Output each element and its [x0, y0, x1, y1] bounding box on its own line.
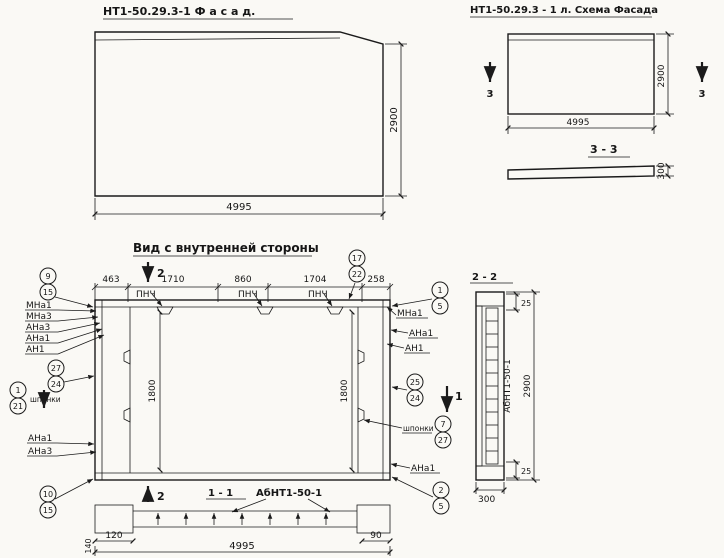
callout-9: 9	[45, 272, 50, 281]
callout-5a: 5	[437, 302, 442, 311]
section-1-1-label: АбНТ1-50-1	[256, 487, 322, 499]
section-2-2-label: АбНТ1-50-1	[503, 359, 513, 412]
section-1-1-drawing: 1 - 1 АбНТ1-50-1 140 120 90 4995	[84, 487, 393, 556]
dim-300: 300	[478, 495, 495, 505]
dim-1800-right: 1800	[340, 379, 350, 402]
facade-schema-drawing: НТ1-50.29.3 - 1 л. Схема Фасада 3 3 4995…	[470, 5, 709, 180]
dim-860: 860	[234, 275, 251, 285]
section-2-2-title: 2 - 2	[472, 272, 497, 283]
label-ana3-left: АНа3	[26, 323, 50, 333]
section-2-2-drawing: 2 - 2 25 25 АбНТ1-50-1 2900 300	[470, 272, 540, 505]
label-shponki-left: шпонки	[30, 395, 61, 404]
cut-3-left-label: 3	[487, 89, 494, 100]
inner-view-title: Вид с внутренней стороны	[133, 241, 319, 255]
cut-2-top-label: 2	[157, 267, 165, 280]
callout-1a: 1	[15, 386, 20, 395]
cut-1-label: 1	[455, 390, 463, 403]
label-ana1-left: АНа1	[26, 334, 50, 344]
facade-drawing: НТ1-50.29.3-1 Ф а с а д. 4995 2900	[92, 5, 407, 220]
label-ana1-right-lower: АНа1	[411, 464, 435, 474]
callout-22: 22	[352, 270, 362, 279]
dim-90: 90	[370, 531, 382, 541]
pnch-label-3: ПНЧ	[308, 290, 328, 300]
dim-2900-section: 2900	[523, 374, 533, 397]
label-ana1-left-lower: АНа1	[28, 434, 52, 444]
schema-height-dim: 2900	[657, 64, 667, 87]
label-ana3-left-lower: АНа3	[28, 447, 52, 457]
facade-title: НТ1-50.29.3-1 Ф а с а д.	[103, 5, 255, 18]
section-1-1-title: 1 - 1	[208, 488, 233, 499]
cut-3-right-label: 3	[699, 89, 706, 100]
callout-7: 7	[440, 420, 445, 429]
callout-21: 21	[13, 402, 23, 411]
label-an1-right: АН1	[405, 344, 424, 354]
dim-25-bottom: 25	[521, 467, 531, 476]
callout-25: 25	[410, 378, 420, 387]
label-mna1-right: МНа1	[397, 309, 423, 319]
pnch-label-2: ПНЧ	[238, 290, 258, 300]
label-an1-left: АН1	[26, 345, 45, 355]
cut-2-bottom-label: 2	[157, 490, 165, 503]
label-shponki-right: шпонки	[403, 424, 434, 433]
label-mna1-left: МНа1	[26, 301, 52, 311]
inner-view-drawing: Вид с внутренней стороны 17 22 463 1710 …	[9, 241, 463, 519]
callout-24a: 24	[51, 380, 61, 389]
schema-title: НТ1-50.29.3 - 1 л. Схема Фасада	[470, 5, 658, 16]
callout-5b: 5	[438, 502, 443, 511]
pnch-label-1: ПНЧ	[136, 290, 156, 300]
facade-height-dim: 2900	[389, 107, 400, 132]
callout-15a: 15	[43, 288, 53, 297]
facade-width-dim: 4995	[226, 202, 251, 213]
dim-4995-bottom: 4995	[229, 541, 254, 552]
section-3-3-title: 3 - 3	[590, 143, 618, 156]
schema-width-dim: 4995	[567, 118, 590, 128]
dim-140: 140	[84, 538, 93, 553]
callout-24b: 24	[410, 394, 420, 403]
callout-27b: 27	[438, 436, 448, 445]
dim-463: 463	[102, 275, 119, 285]
dim-1710: 1710	[162, 275, 185, 285]
section-3-3-thickness-dim: 300	[657, 162, 667, 179]
dim-1704: 1704	[304, 275, 327, 285]
callout-17: 17	[352, 254, 362, 263]
label-ana1-right: АНа1	[409, 329, 433, 339]
dim-120: 120	[105, 531, 122, 541]
label-mna3-left: МНа3	[26, 312, 52, 322]
callout-27: 27	[51, 364, 61, 373]
callout-15b: 15	[43, 506, 53, 515]
dim-1800-left: 1800	[148, 379, 158, 402]
callout-10: 10	[43, 490, 53, 499]
dim-258: 258	[367, 275, 384, 285]
callout-1b: 1	[437, 286, 442, 295]
callout-2: 2	[438, 486, 443, 495]
dim-25-top: 25	[521, 299, 531, 308]
